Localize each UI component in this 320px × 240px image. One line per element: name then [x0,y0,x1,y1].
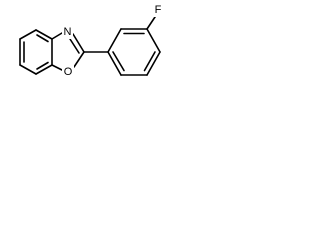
bond-benzo-3 [35,64,53,75]
bond-n-c2-double [69,38,80,54]
oxygen-label: O [64,66,73,78]
oxazole-ring [51,32,85,71]
bond-c-n [51,32,63,40]
structure-diagram: N O F [0,0,212,111]
fluorophenyl-ring [107,28,161,76]
fluorine-label: F [155,4,162,16]
bond-benzo-4 [19,64,37,75]
bond-phenyl-6 [107,51,122,76]
benzo-ring [19,29,53,75]
bond-benzo-double-3 [36,61,49,70]
bond-benzo-1 [35,29,53,40]
fluorine-label-bg [153,4,163,17]
bond-benzo-double-1 [36,34,49,43]
bond-phenyl-3 [146,28,161,53]
bond-o-c [51,64,63,71]
bond-phenyl-double-3 [112,51,125,72]
nitrogen-label-bg [62,26,73,39]
bond-benzo-6 [19,29,37,40]
bond-phenyl-double-2 [143,51,156,72]
bond-phenyl-1 [107,28,122,53]
nitrogen-label: N [64,26,72,38]
bond-c2-o [73,51,85,68]
oxygen-label-bg [62,65,74,78]
bond-phenyl-4 [146,51,161,76]
bond-n-c2 [72,33,85,53]
